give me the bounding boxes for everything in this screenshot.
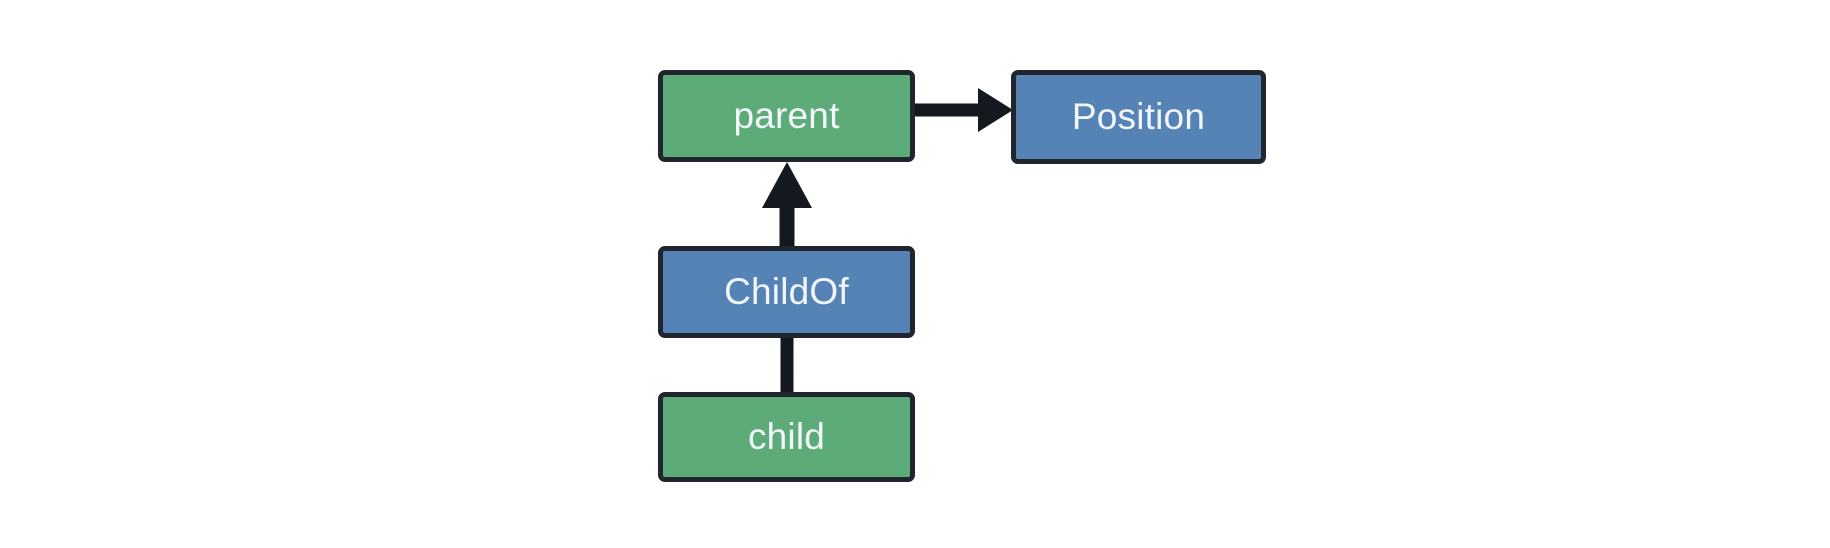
- node-childof[interactable]: ChildOf: [658, 246, 915, 338]
- node-position[interactable]: Position: [1011, 70, 1266, 164]
- edge-parent-to-position: [915, 88, 1013, 132]
- node-child-label: child: [747, 415, 826, 457]
- node-position-label: Position: [1071, 95, 1206, 137]
- arrowhead-icon-parent-to-position: [978, 88, 1013, 132]
- node-parent[interactable]: parent: [658, 70, 915, 162]
- node-childof-label: ChildOf: [724, 270, 849, 312]
- edge-childof-to-parent: [762, 162, 812, 246]
- node-parent-label: parent: [733, 94, 840, 136]
- node-child[interactable]: child: [658, 392, 915, 482]
- arrowhead-icon-childof-to-parent: [762, 162, 812, 208]
